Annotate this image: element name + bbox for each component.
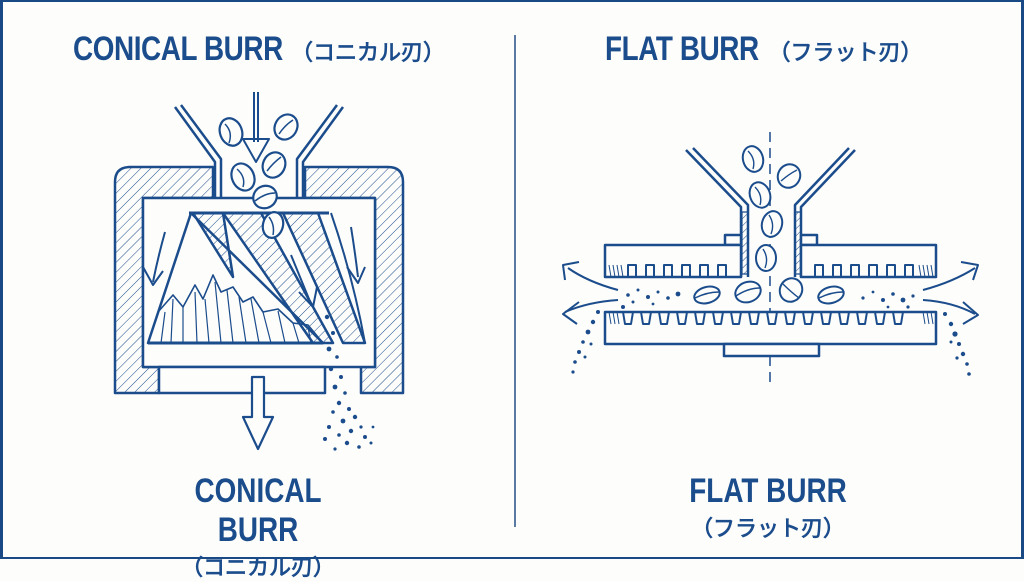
flat-burr-title-en: FLAT BURR [605,30,759,68]
conical-burr-title-en: CONICAL BURR [73,30,283,68]
conical-burr-caption-en: CONICAL BURR [194,472,322,549]
flat-burr-caption: FLAT BURR （フラット刃） [658,472,878,543]
flat-burr-illustration [562,132,979,382]
flat-burr-title: FLAT BURR （フラット刃） [605,30,923,69]
flat-burr-caption-jp: （フラット刃） [690,517,845,542]
conical-burr-caption-jp: （コニカル刃） [180,556,335,581]
flat-burr-caption-en: FLAT BURR [689,472,847,510]
flat-coffee-grounds [571,288,971,376]
flat-coffee-beans [693,145,845,305]
coffee-grounds [323,314,375,451]
panel-divider [514,35,516,527]
conical-burr-illustration [113,92,405,451]
conical-burr-title: CONICAL BURR （コニカル刃） [73,30,445,69]
flat-burr-title-jp: （フラット刃） [768,41,923,66]
lower-flat-burr [603,310,938,346]
conical-burr-caption: CONICAL BURR （コニカル刃） [138,472,378,582]
conical-burr-title-jp: （コニカル刃） [290,41,445,66]
coffee-beans [218,113,299,239]
